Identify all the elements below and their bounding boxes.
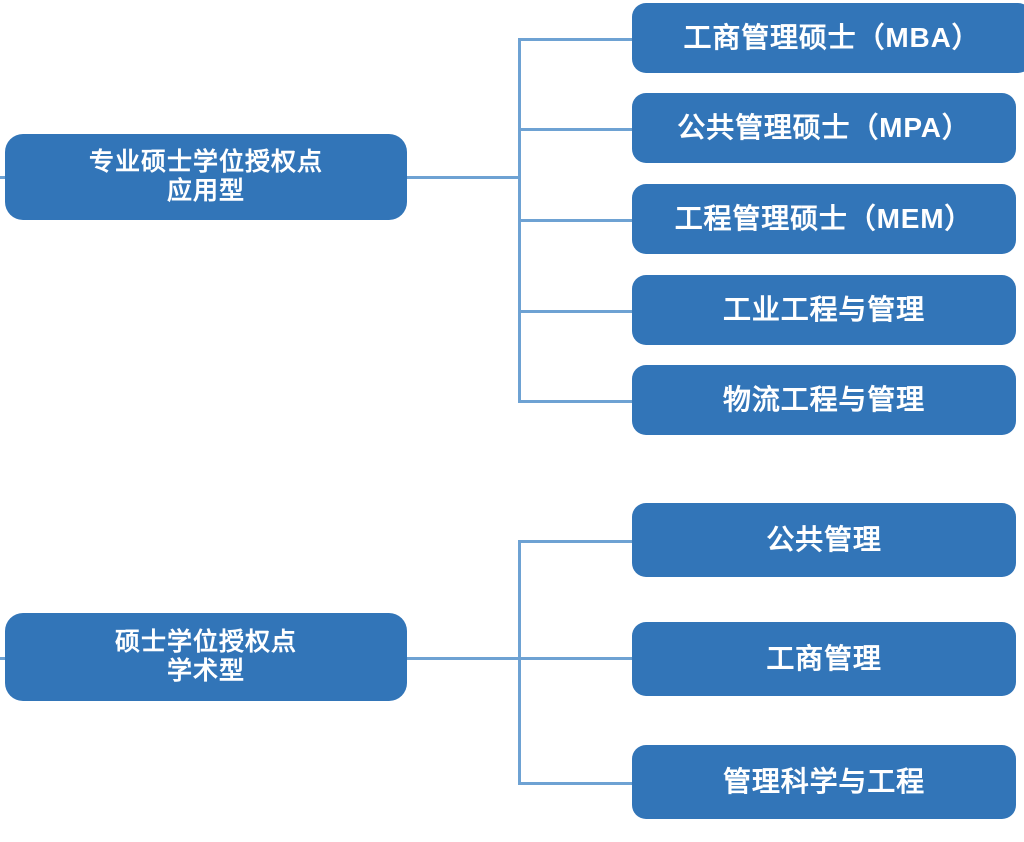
- connector-trunk-professional: [406, 176, 521, 179]
- leaf-node-mem[interactable]: 工程管理硕士（MEM）: [632, 184, 1016, 254]
- leaf-node-business-administration-label: 工商管理: [766, 643, 882, 675]
- root-node-professional-master-label: 专业硕士学位授权点 应用型: [88, 147, 323, 206]
- leaf-node-public-administration-label: 公共管理: [766, 524, 882, 556]
- root-node-professional-master[interactable]: 专业硕士学位授权点 应用型: [5, 134, 407, 220]
- root-academic-left-stub: [0, 657, 8, 660]
- leaf-node-industrial-engineering[interactable]: 工业工程与管理: [632, 275, 1016, 345]
- leaf-node-management-science-engineering-label: 管理科学与工程: [723, 766, 925, 798]
- connector-branch-academic-1: [518, 540, 636, 543]
- connector-trunk-academic: [406, 657, 521, 660]
- leaf-node-industrial-engineering-label: 工业工程与管理: [723, 294, 925, 326]
- connector-branch-professional-3: [518, 219, 636, 222]
- root-node-academic-master-label: 硕士学位授权点 学术型: [114, 627, 297, 686]
- leaf-node-mpa[interactable]: 公共管理硕士（MPA）: [632, 93, 1016, 163]
- connector-branch-academic-3: [518, 782, 636, 785]
- connector-branch-professional-4: [518, 310, 636, 313]
- leaf-node-mem-label: 工程管理硕士（MEM）: [674, 203, 974, 235]
- connector-branch-professional-5: [518, 400, 636, 403]
- leaf-node-business-administration[interactable]: 工商管理: [632, 622, 1016, 696]
- root-node-academic-master[interactable]: 硕士学位授权点 学术型: [5, 613, 407, 701]
- leaf-node-mba-label: 工商管理硕士（MBA）: [683, 22, 981, 54]
- leaf-node-mpa-label: 公共管理硕士（MPA）: [677, 112, 971, 144]
- connector-branch-academic-2: [518, 657, 636, 660]
- connector-branch-professional-2: [518, 128, 636, 131]
- leaf-node-mba[interactable]: 工商管理硕士（MBA）: [632, 3, 1024, 73]
- leaf-node-logistics-engineering[interactable]: 物流工程与管理: [632, 365, 1016, 435]
- root-professional-left-stub: [0, 176, 8, 179]
- leaf-node-logistics-engineering-label: 物流工程与管理: [723, 384, 925, 416]
- connector-branch-professional-1: [518, 38, 636, 41]
- leaf-node-management-science-engineering[interactable]: 管理科学与工程: [632, 745, 1016, 819]
- connector-spine-academic: [518, 540, 521, 782]
- leaf-node-public-administration[interactable]: 公共管理: [632, 503, 1016, 577]
